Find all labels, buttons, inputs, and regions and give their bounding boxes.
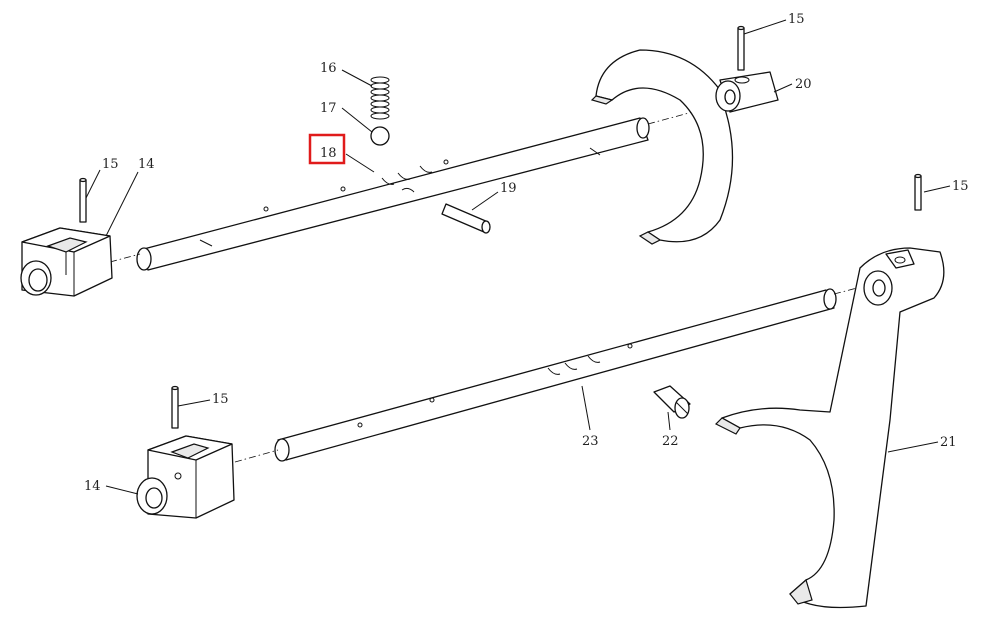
callout-16: 16 [320,61,337,76]
callout-21: 21 [940,435,957,450]
selector-block-upper [20,227,113,297]
roll-pin-upper-left [79,177,87,223]
callout-15-right: 15 [952,179,969,194]
detent-ball [370,126,390,146]
roll-pin-lower-left [171,385,179,429]
highlight-box-part-18 [308,133,346,165]
callout-20: 20 [795,77,812,92]
callout-14-upper: 14 [138,157,155,172]
callout-19: 19 [500,181,517,196]
shift-fork-upper [590,49,779,245]
set-screw [653,385,691,419]
shift-fork-lower [714,247,945,609]
callout-15-upper-right: 15 [788,12,805,27]
upper-shift-rail [109,109,701,271]
callout-14-lower: 14 [84,479,101,494]
callout-15-lower-left: 15 [212,392,229,407]
callout-18: 18 [320,146,337,161]
detent-spring [370,76,390,120]
interlock-pin [441,203,491,234]
callout-labels: 15 14 16 17 18 19 15 20 15 15 14 23 22 2… [84,12,969,494]
callout-23: 23 [582,434,599,449]
lower-shift-rail [234,281,881,463]
selector-block-lower [136,435,235,519]
callout-17: 17 [320,101,337,116]
leader-lines [85,19,951,495]
callout-15-upper-left: 15 [102,157,119,172]
roll-pin-upper-right [737,25,745,71]
callout-22: 22 [662,434,679,449]
roll-pin-right [914,173,922,211]
